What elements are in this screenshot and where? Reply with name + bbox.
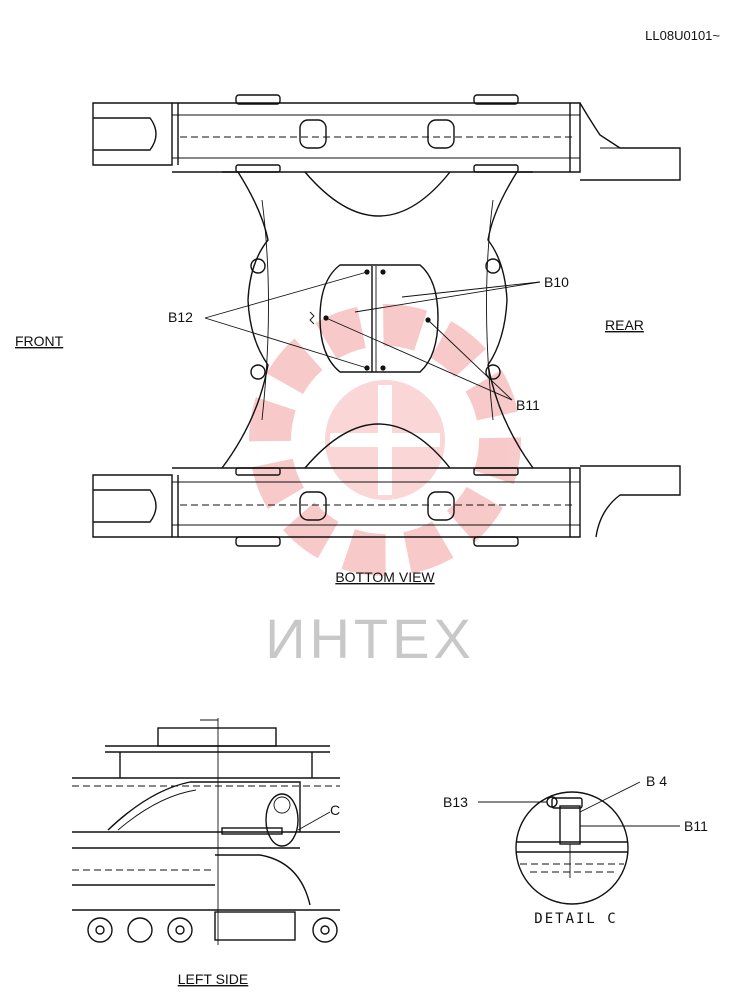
callout-b12: B12: [168, 271, 368, 369]
callout-b10: B10: [354, 274, 569, 313]
front-label: FRONT: [15, 333, 64, 349]
callout-label-b12: B12: [168, 309, 193, 325]
left-side-view: C: [72, 718, 340, 945]
center-frame: [221, 171, 534, 469]
left-side-label: LEFT SIDE: [178, 971, 249, 987]
detail-c-label: DETAIL C: [534, 911, 617, 927]
bottom-side-rail: [92, 465, 681, 547]
callout-b4: B 4: [579, 773, 667, 813]
detail-c-view: [515, 791, 629, 905]
callout-label-b11-detail: B11: [684, 818, 708, 834]
doc-code: LL08U0101~: [645, 28, 720, 43]
rear-label: REAR: [605, 317, 644, 333]
callout-label-b13: B13: [443, 794, 468, 810]
center-plate: [309, 264, 439, 373]
callout-b11-detail: B11: [580, 818, 708, 834]
watermark-text: ИНТЕХ: [265, 607, 475, 670]
plate-bolt: [380, 269, 386, 275]
top-side-rail: [92, 94, 681, 181]
watermark-gear: [249, 304, 521, 576]
callout-label-b10: B10: [544, 274, 569, 290]
callout-b11: B11: [325, 317, 540, 413]
detail-c-marker: C: [330, 802, 340, 818]
plate-bolt: [380, 365, 386, 371]
callout-label-b11: B11: [516, 397, 540, 413]
bottom-view-label: BOTTOM VIEW: [335, 569, 435, 585]
callout-b13: B13: [443, 794, 547, 810]
callout-label-b4: B 4: [646, 773, 667, 789]
